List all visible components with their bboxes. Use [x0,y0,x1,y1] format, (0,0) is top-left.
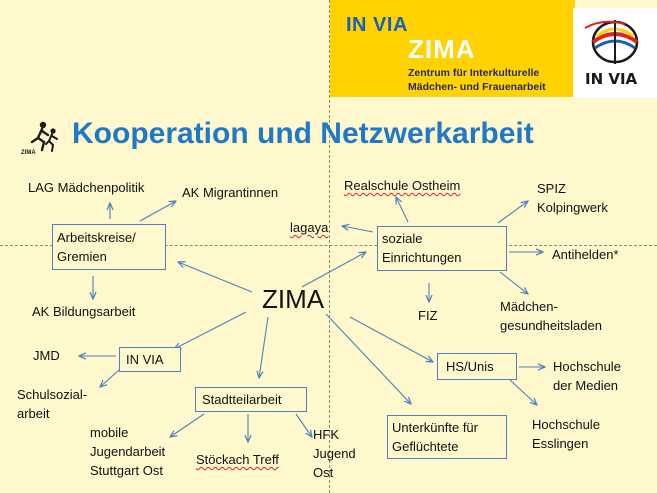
node-unterkuenfte: Unterkünfte für Geflüchtete [387,415,507,459]
arrow-zima-hs [349,316,433,362]
arrow-to-mobile [170,413,205,437]
label-hfk-line2: Jugend [313,446,356,461]
arrow-to-ak-migr [139,201,176,222]
label-fiz: FIZ [418,308,438,323]
label-ak-bildungsarbeit: AK Bildungsarbeit [32,304,136,319]
header-band: IN VIA ZIMA Zentrum für Interkulturelle … [330,0,657,97]
label-hs-esslingen-line2: Esslingen [532,436,589,451]
label-mobile-line2: Jugendarbeit [90,444,166,459]
svg-text:ZIMA: ZIMA [21,150,36,156]
label-realschule: Realschule Ostheim [344,178,461,193]
page-title: Kooperation und Netzwerkarbeit [72,117,534,150]
node-stadtteilarbeit: Stadtteilarbeit [195,387,307,412]
node-arbeitskreise: Arbeitskreise/ Gremien [52,224,166,270]
arrow-to-lagaya [342,226,374,233]
header-brand: IN VIA [346,14,408,36]
header-subtitle-line1: Zentrum für Interkulturelle [408,67,540,79]
label-antihelden: Antihelden* [552,247,619,262]
label-lag: LAG Mädchenpolitik [28,180,145,195]
arrow-zima-soziale [301,252,366,288]
invia-logo: IN VIA [573,8,657,98]
label-hs-medien-line1: Hochschule [553,359,621,374]
arrow-to-hs-esslingen [509,379,537,405]
label-mobile-line1: mobile [90,425,129,440]
arrow-zima-stadtteil [259,316,269,378]
label-mobile-jugendarbeit: mobile Jugendarbeit Stuttgart Ost [90,423,165,480]
logo-text: IN VIA [585,70,638,88]
label-spiz-line1: SPIZ [537,181,566,196]
label-stoeckach-treff: Stöckach Treff [196,452,279,467]
label-hs-medien-line2: der Medien [553,378,619,393]
node-unterkuenfte-line1: Unterkünfte für [392,420,478,435]
header-yellow-band [330,0,575,97]
label-schulsozial-line1: Schulsozial- [17,387,88,402]
node-arbeitskreise-line2: Gremien [57,249,107,264]
arrow-zima-invia [174,311,247,349]
arrow-to-maedchen [499,271,528,294]
label-schulsozialarbeit: Schulsozial- arbeit [17,385,87,423]
node-soziale-einrichtungen: soziale Einrichtungen [377,226,507,271]
vertical-guide-line [329,0,330,493]
node-soziale-line1: soziale [382,231,423,246]
node-hs-unis: HS/Unis [437,353,517,380]
label-hs-esslingen-line1: Hochschule [532,417,600,432]
globe-logo-icon [584,20,639,64]
label-jmd: JMD [33,348,60,363]
header-zima: ZIMA [408,34,476,64]
node-arbeitskreise-line1: Arbeitskreise/ [57,230,136,245]
arrow-to-schulsozial [100,369,120,387]
arrow-to-realschule [396,197,409,223]
arrow-to-hfk [295,413,312,437]
label-maedchen-line2: gesundheitsladen [500,318,602,333]
arrow-to-spiz [497,201,528,224]
label-mobile-line3: Stuttgart Ost [90,463,163,478]
label-maedchengesundheitsladen: Mädchen- gesundheitsladen [500,297,602,335]
label-ak-migrantinnen: AK Migrantinnen [182,185,279,200]
label-hfk-line3: Ost [313,465,334,480]
label-spiz-line2: Kolpingwerk [537,200,608,215]
node-soziale-line2: Einrichtungen [382,250,462,265]
arrow-zima-arbeitskreise [178,262,253,293]
zima-runners-icon: ZIMA [21,121,58,156]
arrow-zima-unterkuenfte [325,313,411,404]
center-node-zima: ZIMA [262,284,325,314]
label-spiz: SPIZ Kolpingwerk [537,179,608,217]
label-schulsozial-line2: arbeit [17,406,50,421]
label-hochschule-esslingen: Hochschule Esslingen [532,415,600,453]
label-lagaya: lagaya [290,220,329,235]
node-unterkuenfte-line2: Geflüchtete [392,439,459,454]
label-hfk-line1: HFK [313,427,339,442]
label-maedchen-line1: Mädchen- [500,299,558,314]
label-hfk: HFK Jugend Ost [313,425,356,482]
label-hochschule-medien: Hochschule der Medien [553,357,621,395]
node-invia: IN VIA [119,347,181,372]
horizontal-guide-line [0,245,657,246]
header-subtitle-line2: Mädchen- und Frauenarbeit [408,81,546,93]
